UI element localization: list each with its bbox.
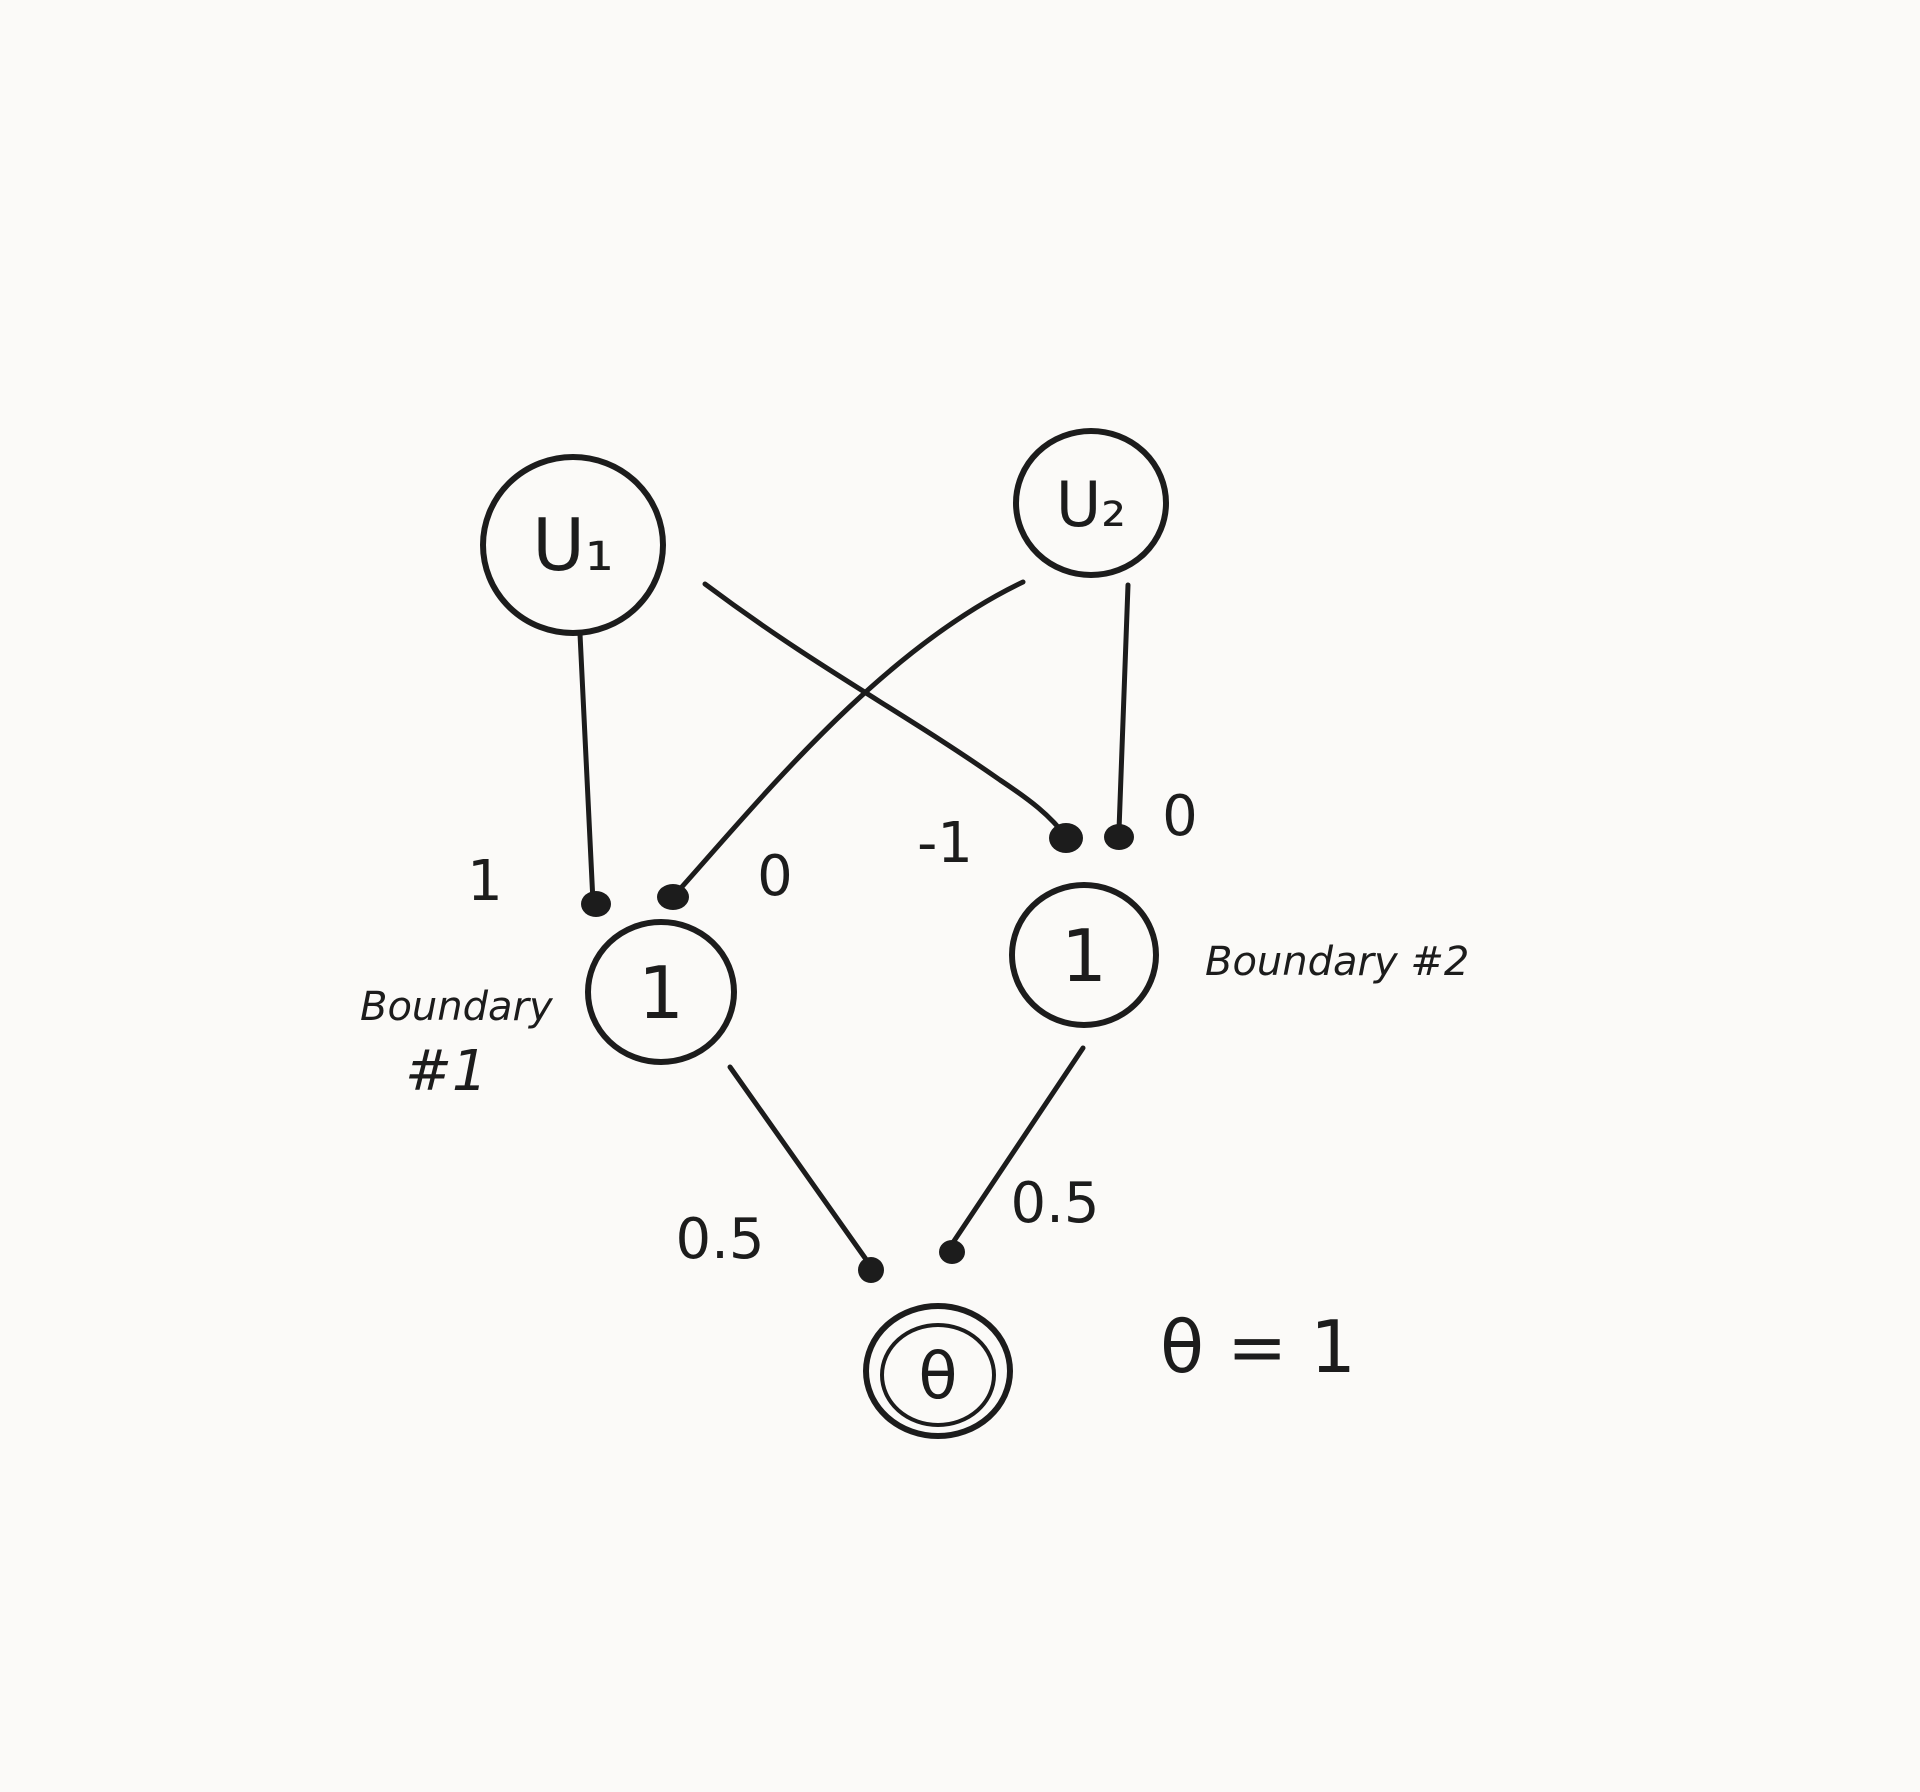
connection-dot <box>581 891 611 917</box>
weight-u2-h1: 0 <box>757 844 793 909</box>
weight-u1-h1: 1 <box>467 849 503 914</box>
node-u1: U₁ <box>480 454 666 636</box>
node-output-label: θ <box>918 1340 957 1414</box>
edge-u1-h2 <box>702 581 1070 841</box>
node-u2: U₂ <box>1013 428 1169 578</box>
weight-u2-h2: 0 <box>1162 784 1198 849</box>
node-u1-label: U₁ <box>532 503 614 587</box>
node-output-theta: θ <box>863 1303 1013 1439</box>
node-hidden-2-label: 1 <box>1061 914 1107 998</box>
weight-h2-out: 0.5 <box>1010 1171 1099 1236</box>
weight-h1-out: 0.5 <box>675 1207 764 1272</box>
connection-dot <box>1104 824 1134 850</box>
edge-u1-h1 <box>577 631 596 905</box>
node-u2-label: U₂ <box>1056 468 1126 541</box>
boundary-2-label: Boundary #2 <box>1205 939 1469 985</box>
weight-u1-h2: -1 <box>917 811 973 876</box>
boundary-1-number: #1 <box>405 1039 488 1104</box>
edge-h1-out <box>727 1064 873 1268</box>
edge-u2-h1 <box>669 579 1026 901</box>
threshold-label: θ = 1 <box>1160 1305 1356 1389</box>
connection-dot <box>858 1257 884 1283</box>
boundary-1-label: Boundary <box>360 984 554 1030</box>
edge-h2-out <box>947 1045 1086 1250</box>
node-hidden-1-label: 1 <box>638 951 684 1035</box>
connection-dot <box>1049 823 1083 853</box>
node-hidden-1: 1 <box>585 919 737 1065</box>
edge-u2-h2 <box>1116 582 1131 833</box>
connection-dot <box>939 1240 965 1264</box>
connection-dot <box>657 884 689 910</box>
node-hidden-2: 1 <box>1009 882 1159 1028</box>
